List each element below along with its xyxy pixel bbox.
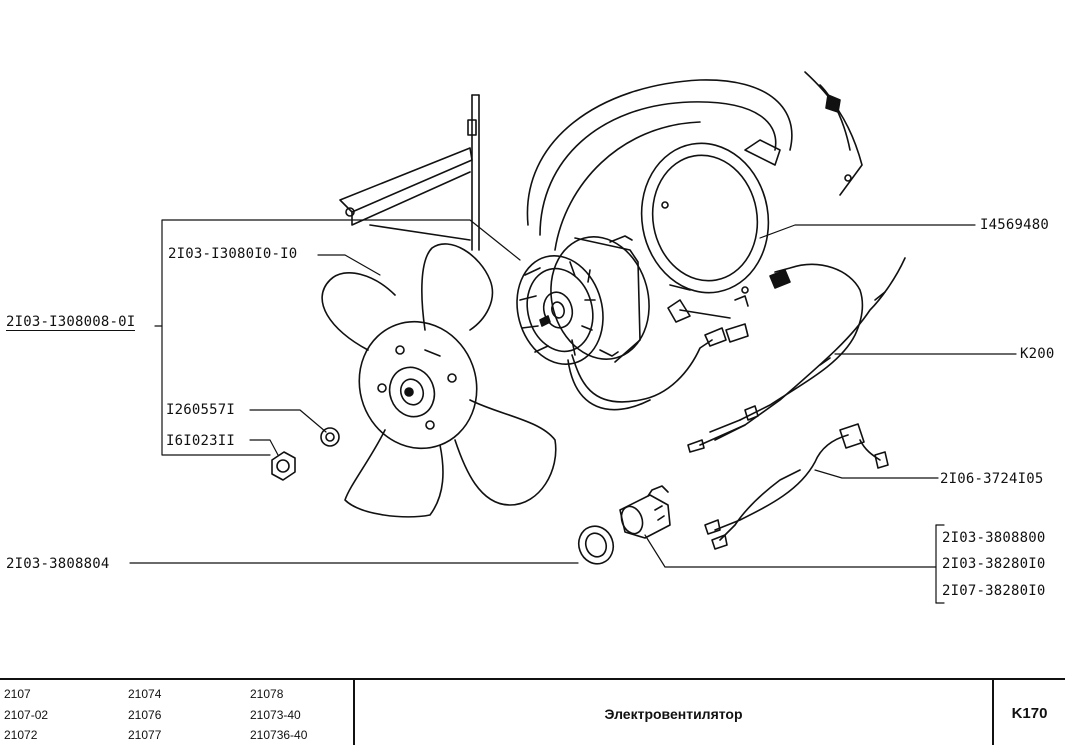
label-impeller: 2I03-I3080I0-I0 [168,246,298,262]
model-cell: 21073-40 [250,708,301,722]
model-cell: 21074 [128,687,162,701]
washer-part [320,427,340,447]
page-code: K170 [1011,705,1048,722]
label-shroud-ring: I4569480 [980,217,1050,233]
footer-divider [353,680,355,745]
fan-impeller [321,243,557,518]
footer-table: 2107 21074 21078 2107-02 21076 21073-40 … [0,678,1065,745]
leader-lines [129,219,1017,604]
model-cell: 21077 [128,728,162,742]
gasket-part [577,525,615,565]
label-sensor-3: 2I07-38280I0 [942,583,1046,599]
nut-part [271,451,296,481]
fan-shroud [526,71,863,411]
model-cell: 21078 [250,687,284,701]
label-sensor-2: 2I03-38280I0 [942,556,1046,572]
label-wire-loop: 2I06-3724I05 [940,471,1044,487]
model-cell: 2107-02 [4,708,49,722]
electric-motor [516,235,650,366]
sensor-wire-loop [704,423,889,550]
label-washer: I260557I [166,402,236,418]
label-gasket: 2I03-3808804 [6,556,110,572]
model-cell: 2107 [4,687,31,701]
label-fan-assembly: 2I03-I308008-0I [6,314,136,331]
model-cell: 21076 [128,708,162,722]
label-sensor-1: 2I03-3808800 [942,530,1046,546]
model-cell: 210736-40 [250,728,308,742]
footer-divider [992,680,994,745]
temperature-sensor [619,485,671,539]
label-harness: K200 [1020,346,1055,362]
label-nut: I6I023II [166,433,236,449]
model-cell: 21072 [4,728,38,742]
page-title: Электровентилятор [604,706,743,722]
mounting-bracket [339,94,480,251]
wiring-harness [571,257,906,453]
